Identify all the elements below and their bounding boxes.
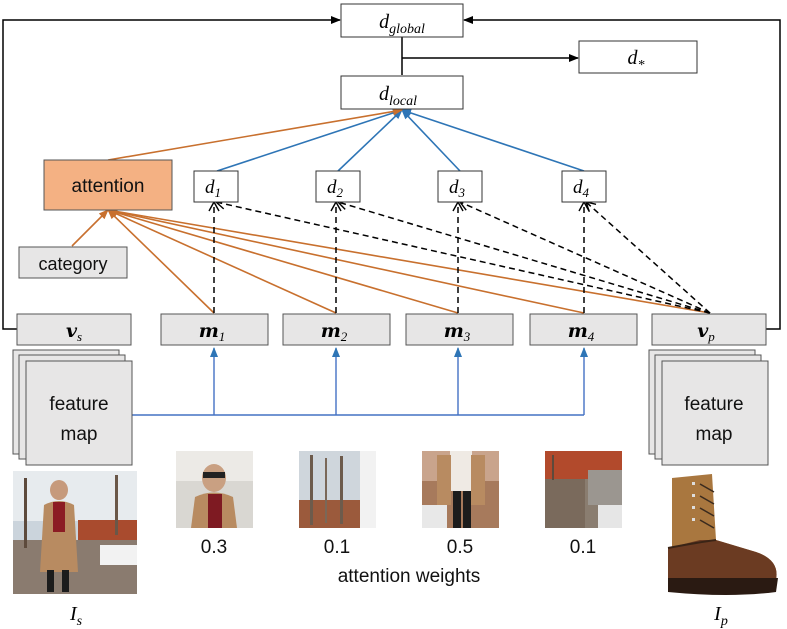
feature-map-right-line1: feature (684, 394, 743, 415)
svg-text:d4: d4 (573, 177, 590, 200)
svg-text:Ip: Ip (713, 603, 728, 629)
weight-4: 0.1 (570, 537, 596, 558)
d-star-sub: * (638, 58, 645, 73)
svg-text:Is: Is (69, 603, 83, 629)
feature-map-left-line1: feature (49, 394, 108, 415)
crop-thumb-2 (299, 451, 376, 528)
svg-text:d*: d* (628, 47, 645, 73)
d-to-dlocal-connectors (216, 109, 585, 172)
v-p-node: vp (651, 313, 767, 346)
category-label: category (38, 254, 107, 274)
d1-node: d1 (193, 170, 239, 203)
d-global-node: dglobal (340, 3, 464, 38)
d-star-node: d* (578, 40, 698, 74)
attention-label: attention (72, 176, 145, 197)
svg-text:m2: m2 (321, 320, 348, 344)
m2-node: m2 (282, 313, 391, 346)
category-node: category (18, 246, 128, 279)
svg-text:vp: vp (697, 320, 715, 344)
d4-node: d4 (561, 170, 607, 203)
svg-text:vs: vs (66, 320, 82, 344)
crop-thumb-1 (176, 451, 253, 528)
d-global-sub: global (389, 22, 425, 37)
d3-node: d3 (437, 170, 483, 203)
svg-text:dglobal: dglobal (379, 11, 425, 37)
weight-2: 0.1 (324, 537, 350, 558)
product-photo (667, 474, 778, 595)
svg-text:d3: d3 (449, 177, 466, 200)
attention-node: attention (43, 159, 173, 211)
weights-label: attention weights (338, 566, 481, 587)
d2-node: d2 (315, 170, 361, 203)
svg-text:dlocal: dlocal (379, 83, 417, 109)
svg-text:m4: m4 (568, 320, 595, 344)
svg-text:m1: m1 (199, 320, 226, 344)
attention-weights: 0.3 0.1 0.5 0.1 attention weights (201, 537, 596, 587)
svg-text:m3: m3 (444, 320, 471, 344)
source-photo (13, 471, 137, 594)
feature-map-left-line2: map (61, 424, 98, 445)
svg-text:d1: d1 (205, 177, 221, 200)
d-global-base: d (379, 11, 390, 33)
weight-1: 0.3 (201, 537, 227, 558)
m3-node: m3 (405, 313, 514, 346)
global-loop-connectors (2, 16, 781, 330)
d-local-sub: local (389, 94, 417, 109)
m1-node: m1 (160, 313, 269, 346)
crop-thumb-4 (545, 451, 622, 528)
featuremap-to-m-connectors (132, 347, 588, 416)
dashed-connectors (208, 198, 711, 314)
feature-map-left: feature map (12, 349, 133, 466)
crop-thumb-3 (422, 451, 499, 528)
d-local-node: dlocal (340, 75, 464, 110)
v-s-node: vs (16, 313, 132, 346)
product-image-label: Ip (713, 603, 728, 629)
svg-text:d2: d2 (327, 177, 344, 200)
feature-map-right: feature map (648, 349, 769, 466)
feature-map-right-line2: map (696, 424, 733, 445)
d-local-base: d (379, 83, 390, 105)
d-star-base: d (628, 47, 639, 69)
weight-3: 0.5 (447, 537, 473, 558)
m4-node: m4 (529, 313, 638, 346)
source-image-label: Is (69, 603, 83, 629)
attention-connectors (71, 107, 711, 314)
